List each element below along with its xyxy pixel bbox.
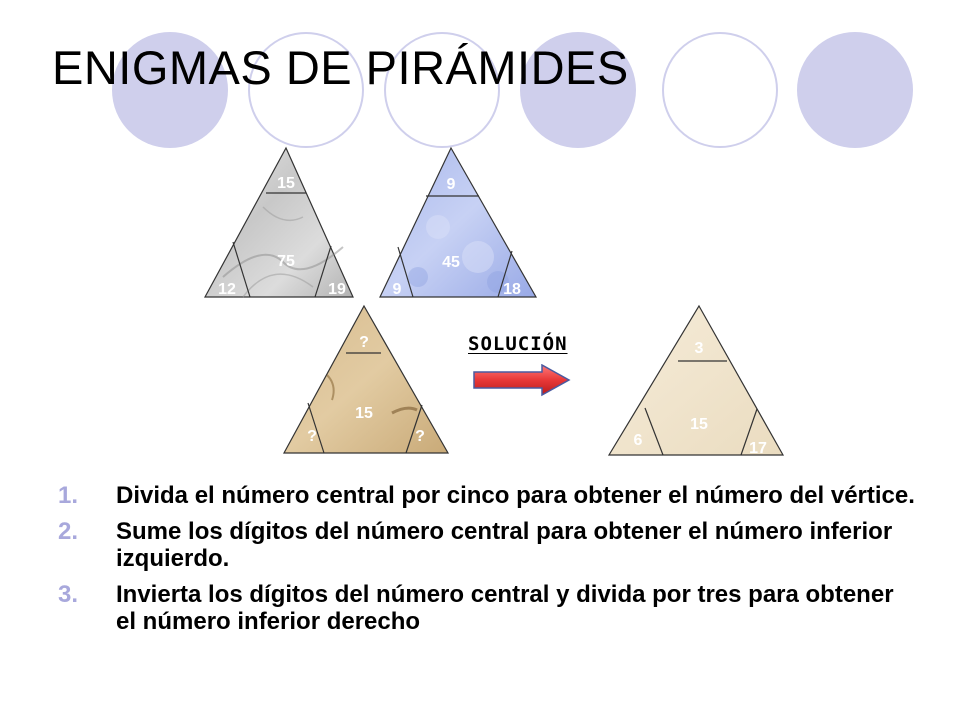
pyramid-4: 3 15 6 17 [607,304,785,457]
pyramid-3-center: 15 [355,405,373,422]
pyramid-1-right: 19 [328,281,346,298]
arrow-right-icon [473,364,571,397]
decor-circle-6 [797,32,913,148]
step-item: 2. Sume los dígitos del número central p… [58,518,918,572]
step-item: 3. Invierta los dígitos del número centr… [58,581,918,635]
pyramid-2-right: 18 [503,281,521,298]
step-number: 2. [58,518,79,545]
step-item: 1. Divida el número central por cinco pa… [58,482,918,509]
pyramid-2: 9 45 9 18 [379,146,538,298]
pyramid-4-top: 3 [695,340,704,357]
decor-circle-1 [112,32,228,148]
steps-list: 1. Divida el número central por cinco pa… [58,482,918,644]
solution-label: SOLUCIÓN [468,333,568,355]
decor-circle-3 [384,32,500,148]
pyramid-2-top: 9 [447,176,456,193]
pyramid-3-right: ? [415,428,425,445]
pyramid-1-left: 12 [218,281,236,298]
decor-circle-5 [662,32,778,148]
pyramid-2-center: 45 [442,254,460,271]
pyramid-1: 15 75 12 19 [203,146,354,298]
step-text: Divida el número central por cinco para … [116,482,915,509]
step-text: Sume los dígitos del número central para… [116,518,893,572]
slide-title: ENIGMAS DE PIRÁMIDES [52,41,629,94]
pyramid-3-left: ? [307,428,317,445]
step-number: 3. [58,581,79,608]
pyramid-4-right: 17 [749,440,767,457]
step-text: Invierta los dígitos del número central … [116,581,894,635]
decor-circle-4 [520,32,636,148]
pyramid-2-left: 9 [393,281,402,298]
step-number: 1. [58,482,79,509]
pyramid-3: ? 15 ? ? [282,304,450,454]
decor-circle-2 [248,32,364,148]
pyramid-4-left: 6 [634,432,643,449]
pyramid-3-top: ? [359,334,369,351]
pyramid-4-center: 15 [690,416,708,433]
pyramid-1-center: 75 [277,253,295,270]
pyramid-1-top: 15 [277,175,295,192]
